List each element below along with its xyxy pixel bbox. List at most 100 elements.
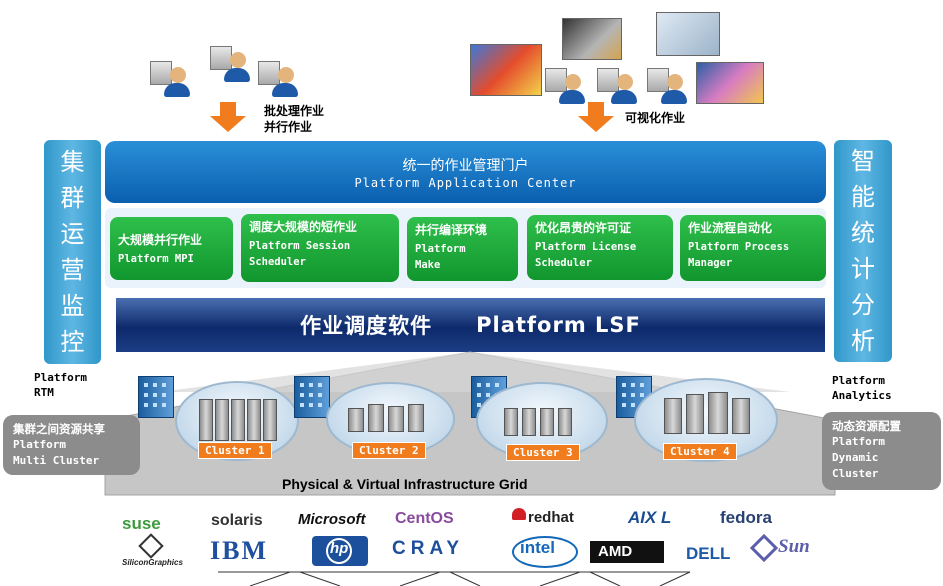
- amd-logo: AMD: [598, 543, 633, 560]
- column-char: 监: [60, 292, 85, 320]
- note-en: Dynamic: [832, 451, 879, 464]
- infrastructure-grid-label: Physical & Virtual Infrastructure Grid: [282, 476, 528, 492]
- batch-users-group: [150, 28, 300, 98]
- cad-screenshot: [656, 12, 720, 56]
- server-rack-icon: [388, 406, 404, 432]
- column-char: 控: [60, 328, 85, 356]
- column-char: 集: [60, 148, 85, 176]
- visual-users-group: [545, 60, 695, 105]
- module-cn: 大规模并行作业: [118, 233, 203, 247]
- server-rack-icon: [215, 399, 229, 441]
- column-char: 运: [60, 220, 85, 248]
- server-rack-icon: [199, 399, 213, 441]
- cad-screenshot: [470, 44, 542, 96]
- note-cn: 动态资源配置: [832, 419, 901, 433]
- server-rack-icon: [732, 398, 750, 434]
- server-rack-icon: [504, 408, 518, 436]
- server-rack-icon: [540, 408, 554, 436]
- server-rack-icon: [231, 399, 245, 441]
- user-icon: [647, 60, 687, 105]
- batch-job-label: 批处理作业并行作业: [264, 104, 325, 134]
- user-icon: [210, 38, 250, 83]
- module-en: Platform Make: [415, 243, 466, 271]
- cluster-2: [326, 382, 455, 456]
- module-box-make: 并行编译环境 Platform Make: [407, 217, 518, 281]
- module-cn: 优化昂贵的许可证: [535, 221, 632, 235]
- cad-screenshot: [696, 62, 764, 104]
- cluster-4: [634, 378, 778, 462]
- note-en: Multi Cluster: [13, 454, 100, 467]
- server-rack-icon: [708, 392, 728, 434]
- server-rack-icon: [664, 398, 682, 434]
- note-en: Platform: [13, 438, 66, 451]
- redhat-logo: redhat: [528, 509, 574, 526]
- redhat-hat-icon: [512, 508, 526, 520]
- note-en: Cluster: [832, 467, 879, 480]
- module-en: Platform Session Scheduler: [249, 240, 351, 268]
- user-icon: [545, 60, 585, 105]
- visualization-screens: [470, 10, 770, 104]
- microsoft-logo: Microsoft: [298, 511, 366, 528]
- cluster-2-label: Cluster 2: [352, 442, 426, 459]
- server-rack-icon: [558, 408, 572, 436]
- server-rack-icon: [408, 404, 424, 432]
- column-char: 析: [851, 327, 875, 355]
- server-rack-icon: [263, 399, 277, 441]
- note-en: Platform: [832, 435, 885, 448]
- module-cn: 作业流程自动化: [688, 221, 773, 235]
- module-cn: 调度大规模的短作业: [249, 220, 358, 234]
- hp-logo: hp: [330, 540, 349, 557]
- column-char: 智: [851, 147, 875, 175]
- visual-arrow-icon: [578, 102, 614, 132]
- server-rack-icon: [368, 404, 384, 432]
- application-center-portal: 统一的作业管理门户 Platform Application Center: [105, 141, 826, 203]
- module-box-mpi: 大规模并行作业 Platform MPI: [110, 217, 233, 280]
- column-char: 分: [851, 291, 875, 319]
- user-icon: [258, 53, 298, 98]
- server-rack-icon: [348, 408, 364, 432]
- user-icon: [597, 60, 637, 105]
- datacenter-building-icon: [138, 376, 174, 418]
- column-char: 计: [851, 255, 875, 283]
- note-cn: 集群之间资源共享: [13, 422, 105, 436]
- multi-cluster-note: 集群之间资源共享 Platform Multi Cluster: [3, 415, 140, 475]
- fedora-logo: fedora: [720, 508, 772, 527]
- server-rack-icon: [247, 399, 261, 441]
- user-icon: [150, 53, 190, 98]
- cad-screenshot: [562, 18, 622, 60]
- portal-title-cn: 统一的作业管理门户: [402, 158, 529, 174]
- column-char: 统: [851, 219, 875, 247]
- column-char: 群: [60, 184, 85, 212]
- lsf-title-en: Platform LSF: [476, 313, 641, 337]
- dynamic-cluster-note: 动态资源配置 Platform Dynamic Cluster: [822, 412, 941, 490]
- amd-logo-badge: AMD: [590, 541, 664, 563]
- batch-arrow-icon: [210, 102, 246, 132]
- server-rack-icon: [522, 408, 536, 436]
- sun-logo: Sun: [778, 536, 810, 557]
- dell-logo: DELL: [686, 544, 731, 563]
- datacenter-building-icon: [294, 376, 330, 418]
- aix-logo: AIX L: [628, 508, 672, 527]
- module-cn: 并行编译环境: [415, 223, 488, 237]
- module-box-process-manager: 作业流程自动化 Platform Process Manager: [680, 215, 826, 281]
- cluster-3-label: Cluster 3: [506, 444, 580, 461]
- sgi-logo: SiliconGraphics: [122, 558, 183, 567]
- ibm-logo: IBM: [210, 536, 268, 565]
- centos-logo: CentOS: [395, 510, 454, 527]
- intel-logo-ring: [512, 536, 578, 568]
- cray-logo: CRAY: [392, 538, 465, 559]
- solaris-logo: solaris: [211, 512, 263, 529]
- module-en: Platform Process Manager: [688, 241, 790, 269]
- hp-logo-badge: hp: [312, 536, 368, 566]
- column-char: 营: [60, 256, 85, 284]
- cluster-4-label: Cluster 4: [663, 443, 737, 460]
- column-char: 能: [851, 183, 875, 211]
- hp-logo-circle: [326, 538, 352, 564]
- module-en: Platform License Scheduler: [535, 241, 637, 269]
- server-rack-icon: [686, 394, 704, 434]
- lsf-bar: 作业调度软件 Platform LSF: [116, 298, 825, 352]
- module-box-license-scheduler: 优化昂贵的许可证 Platform License Scheduler: [527, 215, 673, 280]
